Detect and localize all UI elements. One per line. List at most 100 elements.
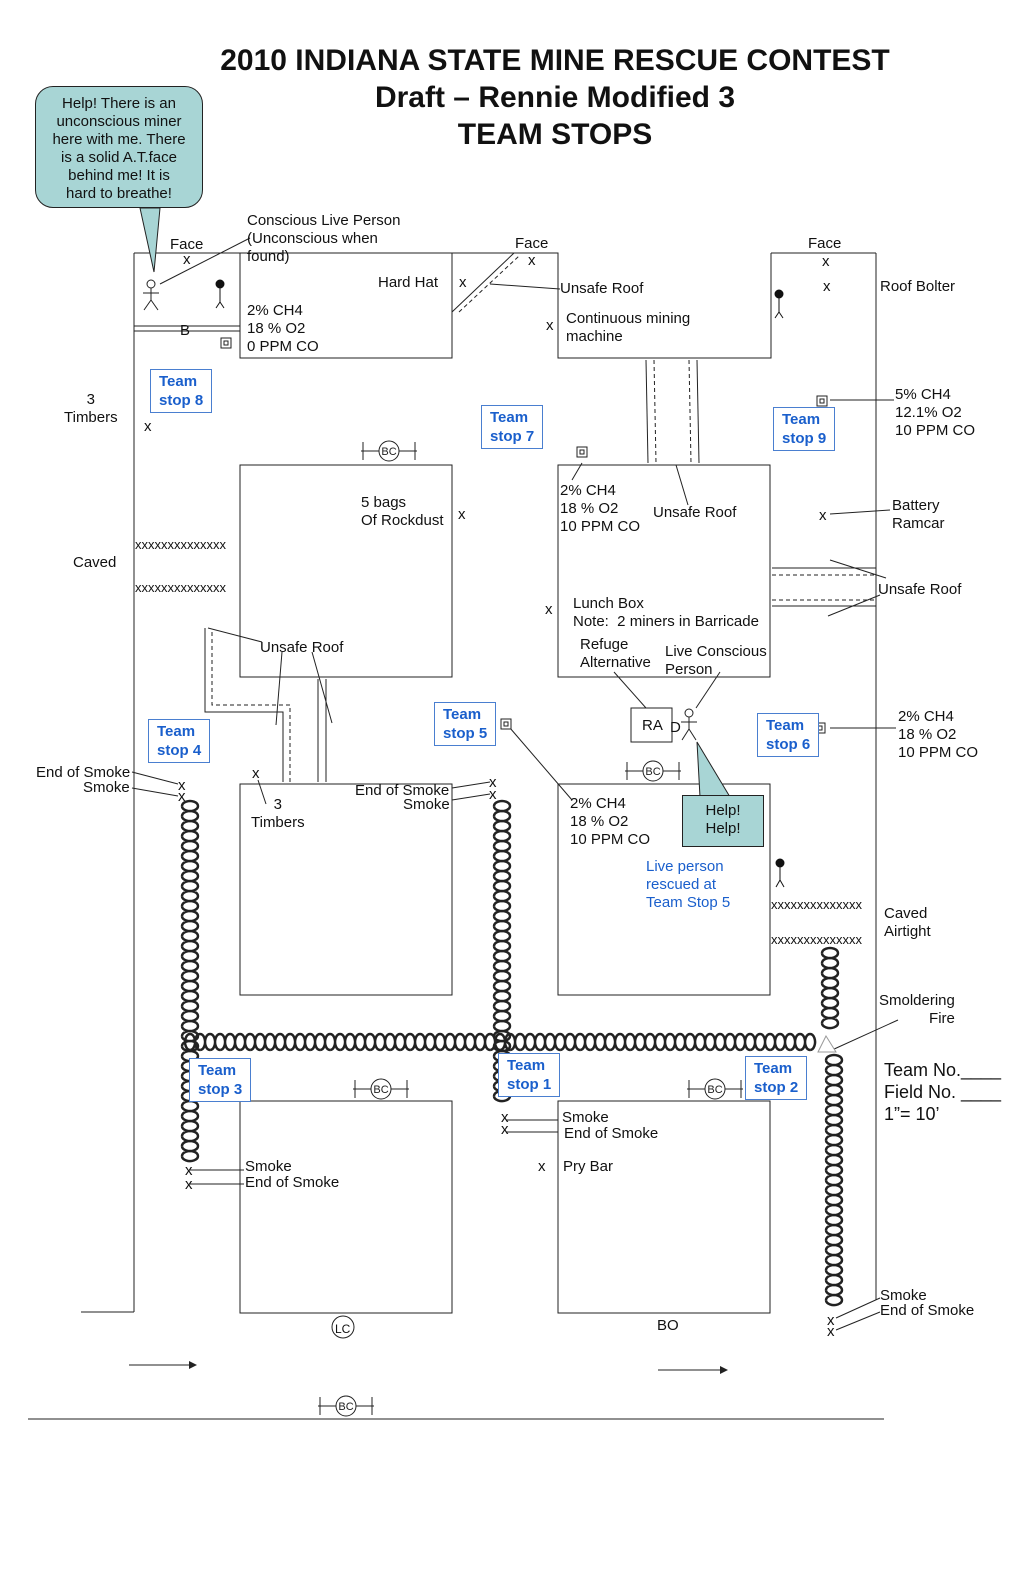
live-conscious-person-label: Live Conscious Person xyxy=(665,643,767,678)
conscious-person-label: Conscious Live Person (Unconscious when … xyxy=(247,212,401,265)
smoke-coil xyxy=(180,799,200,1163)
end-of-smoke-label: End of Smoke xyxy=(36,764,131,781)
lunch-box-label: Lunch Box Note: 2 miners in Barricade xyxy=(573,595,759,630)
lc-label: LC xyxy=(335,1322,351,1336)
help-callout-bottom: Help! Help! xyxy=(682,795,764,847)
smoke-label: Smoke xyxy=(245,1158,292,1175)
x-marker: x xyxy=(528,252,536,269)
roof-bolter-label: Roof Bolter xyxy=(880,278,956,295)
continuous-miner-label: Continuous mining machine xyxy=(566,310,691,345)
smoke-coil xyxy=(183,1032,817,1052)
x-marker: x xyxy=(185,1176,193,1193)
x-marker: x xyxy=(546,317,554,334)
three-timbers-label: 3 Timbers xyxy=(251,796,305,831)
conscious-person-figure xyxy=(143,279,159,311)
svg-text:BC: BC xyxy=(381,446,396,458)
three-timbers-label: 3 Timbers xyxy=(64,391,118,426)
caved-label: Caved xyxy=(73,554,117,571)
smoke-label: Smoke xyxy=(403,796,450,813)
team-stop-2: Team stop 2 xyxy=(745,1056,808,1100)
face-label: Face xyxy=(515,235,549,252)
x-marker: x xyxy=(252,765,260,782)
x-marker: x xyxy=(827,1312,835,1329)
page-subtitle: Draft – Rennie Modified 3 xyxy=(374,81,736,114)
team-stop-9: Team stop 9 xyxy=(773,407,836,451)
team-stop-7: Team stop 7 xyxy=(481,405,544,449)
x-marker: x xyxy=(183,251,191,268)
unsafe-roof-label: Unsafe Roof xyxy=(878,581,962,598)
x-marker: x xyxy=(501,1121,509,1138)
barricade-bc-symbol: BC xyxy=(687,1078,743,1100)
gas-reading-center: 2% CH4 18 % O2 10 PPM CO xyxy=(560,482,641,535)
smoldering-fire-label: Smoldering Fire xyxy=(879,992,955,1027)
smoke-coils xyxy=(180,799,844,1307)
battery-ramcar-label: Battery Ramcar xyxy=(892,497,945,532)
x-marker: x xyxy=(822,253,830,270)
scale-note: 1”= 10’ xyxy=(884,1104,940,1124)
team-stop-6: Team stop 6 xyxy=(757,713,820,757)
x-marker: x xyxy=(823,278,831,295)
caved-crosses: xxxxxxxxxxxxxx xyxy=(771,897,862,912)
live-conscious-person-figure xyxy=(681,708,697,741)
gas-reading-right-top: 5% CH4 12.1% O2 10 PPM CO xyxy=(895,386,976,439)
x-marker: x xyxy=(827,1323,835,1340)
gas-reading-top-left: 2% CH4 18 % O2 0 PPM CO xyxy=(247,302,319,355)
team-stop-8: Team stop 8 xyxy=(150,369,213,413)
smoke-label: Smoke xyxy=(562,1109,609,1126)
bo-label: BO xyxy=(657,1317,679,1334)
barricade-bc-symbol: BC xyxy=(625,760,681,782)
barricade-bc-symbol: BC xyxy=(361,440,417,462)
svg-text:BC: BC xyxy=(338,1401,353,1413)
team-stop-5: Team stop 5 xyxy=(434,702,497,746)
svg-text:BC: BC xyxy=(373,1084,388,1096)
team-stop-3: Team stop 3 xyxy=(189,1058,252,1102)
x-marker: x xyxy=(458,506,466,523)
unsafe-roof-label: Unsafe Roof xyxy=(653,504,737,521)
page-heading-team-stops: TEAM STOPS xyxy=(457,118,653,151)
page-title: 2010 INDIANA STATE MINE RESCUE CONTEST xyxy=(220,44,890,77)
gas-reading-lower-center: 2% CH4 18 % O2 10 PPM CO xyxy=(570,795,651,848)
x-marker: x xyxy=(185,1162,193,1179)
face-label: Face xyxy=(808,235,842,252)
gas-reading-right-mid: 2% CH4 18 % O2 10 PPM CO xyxy=(898,708,979,761)
x-marker: x xyxy=(489,786,497,803)
d-label: D xyxy=(670,719,681,736)
refuge-alternative-label: Refuge Alternative xyxy=(580,636,651,671)
x-marker: x xyxy=(459,274,467,291)
smoke-label: Smoke xyxy=(880,1287,927,1304)
barricade-bc-symbol: BC xyxy=(318,1395,374,1417)
x-marker: x xyxy=(819,507,827,524)
face-label: Face xyxy=(170,236,204,253)
team-stop-4: Team stop 4 xyxy=(148,719,211,763)
caved-crosses: xxxxxxxxxxxxxx xyxy=(135,537,226,552)
caved-crosses: xxxxxxxxxxxxxx xyxy=(771,932,862,947)
end-of-smoke-label: End of Smoke xyxy=(880,1302,975,1319)
unsafe-roof-label: Unsafe Roof xyxy=(260,639,344,656)
team-number-field: Team No.____ xyxy=(884,1060,1002,1080)
pry-bar-label: Pry Bar xyxy=(563,1158,614,1175)
x-marker: x xyxy=(501,1109,509,1126)
svg-text:BC: BC xyxy=(645,766,660,778)
svg-text:BC: BC xyxy=(707,1084,722,1096)
smoke-coil xyxy=(820,946,840,1030)
x-marker: x xyxy=(178,788,186,805)
x-marker: x xyxy=(144,418,152,435)
caved-crosses: xxxxxxxxxxxxxx xyxy=(135,580,226,595)
help-callout-top: Help! There is an unconscious miner here… xyxy=(35,86,203,208)
x-marker: x xyxy=(545,601,553,618)
smoke-coil xyxy=(824,1053,844,1307)
x-marker: x xyxy=(489,774,497,791)
b-label: B xyxy=(180,322,191,339)
end-of-smoke-label: End of Smoke xyxy=(245,1174,340,1191)
team-stop-1: Team stop 1 xyxy=(498,1053,561,1097)
smoke-label: Smoke xyxy=(83,779,130,796)
rockdust-label: 5 bags Of Rockdust xyxy=(361,494,444,529)
barricade-symbols: BC BC BC BC BC xyxy=(318,440,743,1417)
caved-airtight-label: Caved Airtight xyxy=(884,905,931,940)
live-person-rescued-note: Live person rescued at Team Stop 5 xyxy=(646,858,731,911)
x-marker: x xyxy=(178,777,186,794)
field-number-field: Field No. ____ xyxy=(884,1082,1002,1102)
barricade-bc-symbol: BC xyxy=(353,1078,409,1100)
x-marker: x xyxy=(538,1158,546,1175)
